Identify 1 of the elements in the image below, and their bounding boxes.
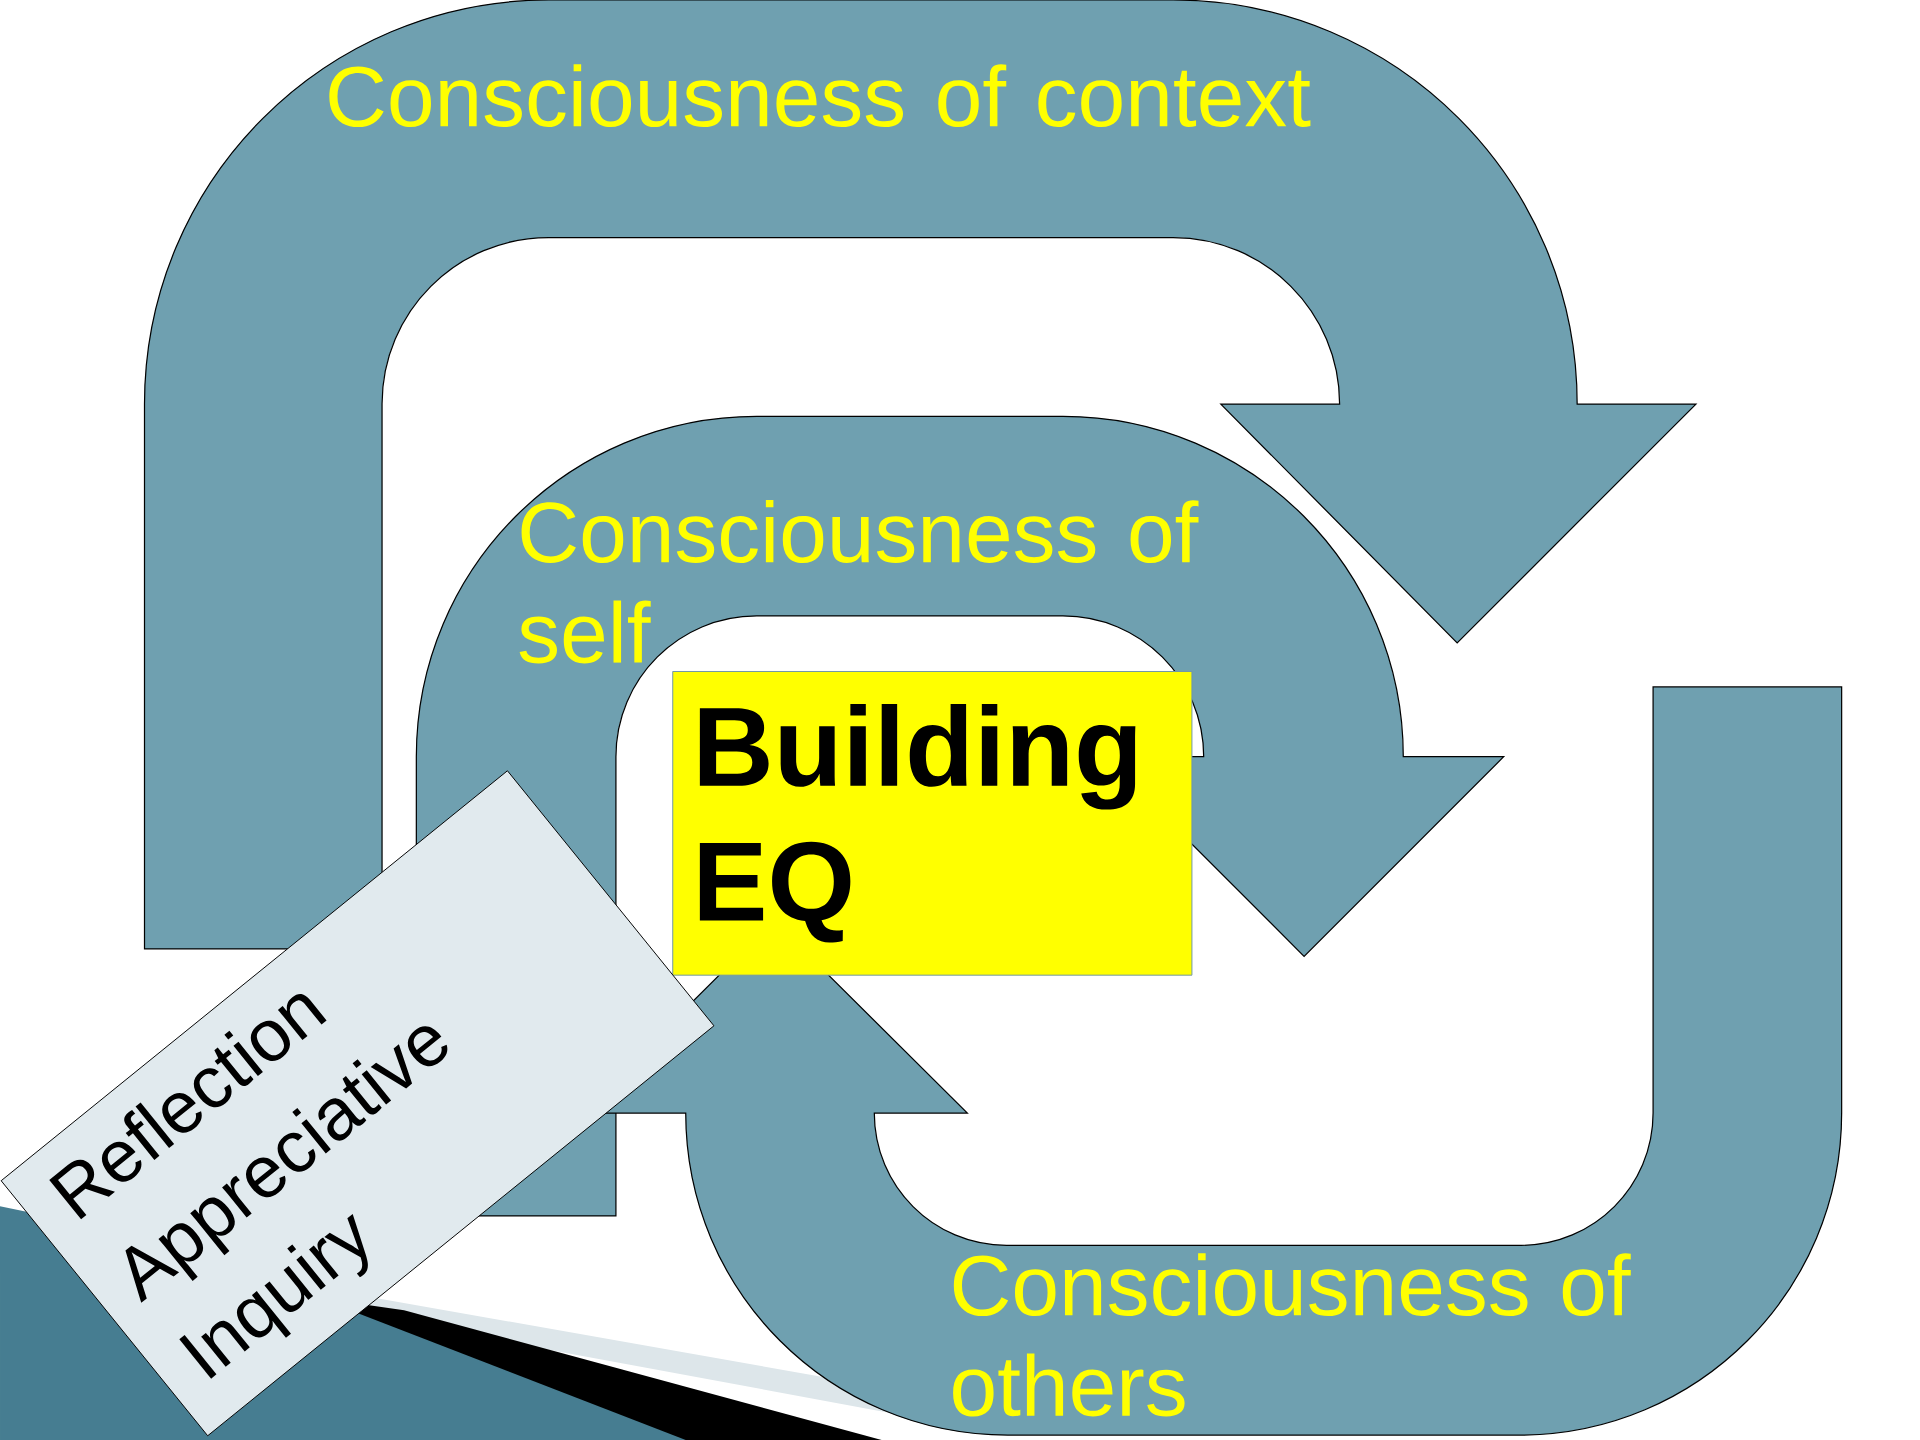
title-box: Building EQ [672, 671, 1193, 976]
